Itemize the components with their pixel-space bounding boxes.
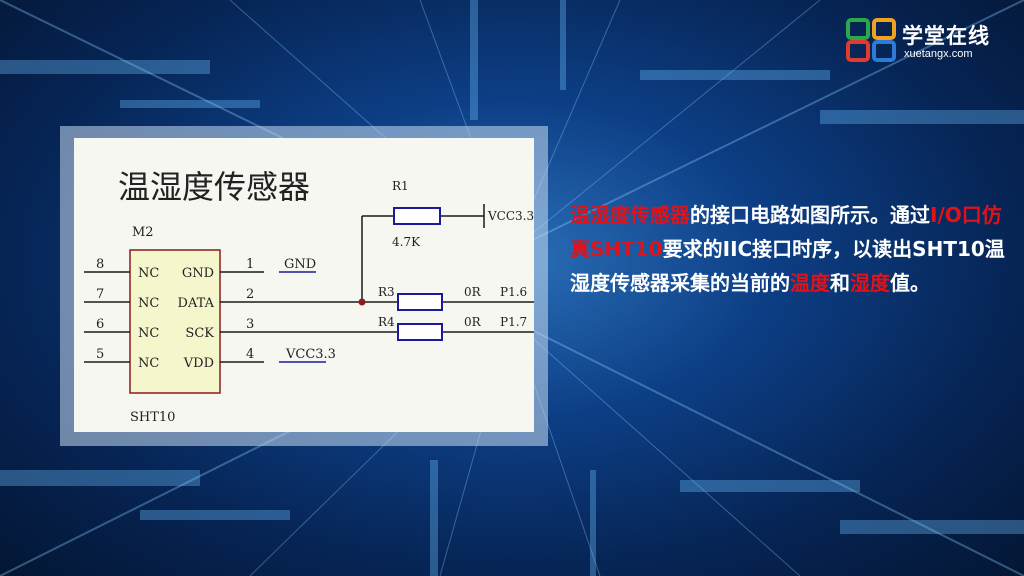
body-text: 值。 (890, 271, 930, 295)
body-text: 要求的IIC接口时序，以读出SHT10温湿度传感器采集的当前的 (570, 237, 1005, 295)
sht10-chip-body (129, 249, 221, 394)
net-label-vcc-vdd: VCC3.3 (285, 347, 336, 362)
r3-net-label: P1.6 (500, 285, 527, 299)
pin-label-nc: NC (138, 356, 159, 371)
highlight-text: 温湿度传感器 (570, 203, 690, 227)
pin-number-4: 4 (246, 347, 254, 362)
xuetangx-logo[interactable]: 学堂在线 xuetangx.com (846, 18, 1016, 66)
pin-number-5: 5 (96, 347, 104, 362)
pin-label-nc: NC (138, 266, 159, 281)
pin-label-data: DATA (178, 296, 215, 311)
r1-value: 4.7K (392, 235, 421, 249)
logo-domain-text: xuetangx.com (904, 48, 973, 60)
junction-dot (358, 298, 366, 306)
pin-label-nc: NC (138, 326, 159, 341)
pin-label-sck: SCK (185, 326, 214, 341)
r3-ref: R3 (378, 285, 395, 299)
pin-number-7: 7 (96, 287, 104, 302)
resistor-r1 (393, 207, 441, 225)
chip-name-label: SHT10 (130, 410, 175, 425)
r3-value: 0R (464, 285, 482, 299)
pin-number-8: 8 (96, 257, 104, 272)
net-label-gnd: GND (284, 257, 316, 272)
pin-number-1: 1 (246, 257, 254, 272)
pin-label-vdd: VDD (183, 356, 214, 371)
logo-tiles-icon (846, 18, 896, 62)
chip-ref-label: M2 (132, 225, 154, 240)
r4-value: 0R (464, 315, 482, 329)
logo-brand-text: 学堂在线 (902, 24, 990, 48)
r4-net-label: P1.7 (500, 315, 527, 329)
pin-number-2: 2 (246, 287, 254, 302)
highlight-text: 温度 (790, 271, 830, 295)
r1-net-label: VCC3.3 (487, 209, 534, 223)
r1-ref: R1 (392, 179, 409, 193)
pin-label-gnd: GND (182, 266, 214, 281)
r4-ref: R4 (378, 315, 395, 329)
circuit-schematic: 温湿度传感器 M2 SHT10 8 7 6 5 NC NC NC NC GND … (84, 168, 534, 425)
body-text: 和 (830, 271, 850, 295)
resistor-r3 (397, 293, 443, 311)
pin-label-nc: NC (138, 296, 159, 311)
body-text: 的接口电路如图所示。通过 (690, 203, 930, 227)
pin-number-3: 3 (246, 317, 254, 332)
schematic-title: 温湿度传感器 (118, 168, 310, 206)
highlight-text: 湿度 (850, 271, 890, 295)
resistor-r4 (397, 323, 443, 341)
pin-number-6: 6 (96, 317, 104, 332)
description-text: 温湿度传感器的接口电路如图所示。通过I/O口仿真SHT10要求的IIC接口时序，… (570, 198, 1010, 300)
schematic-panel: 温湿度传感器 M2 SHT10 8 7 6 5 NC NC NC NC GND … (74, 138, 534, 432)
highlight-text: I/O口仿真SHT10 (570, 203, 1002, 261)
